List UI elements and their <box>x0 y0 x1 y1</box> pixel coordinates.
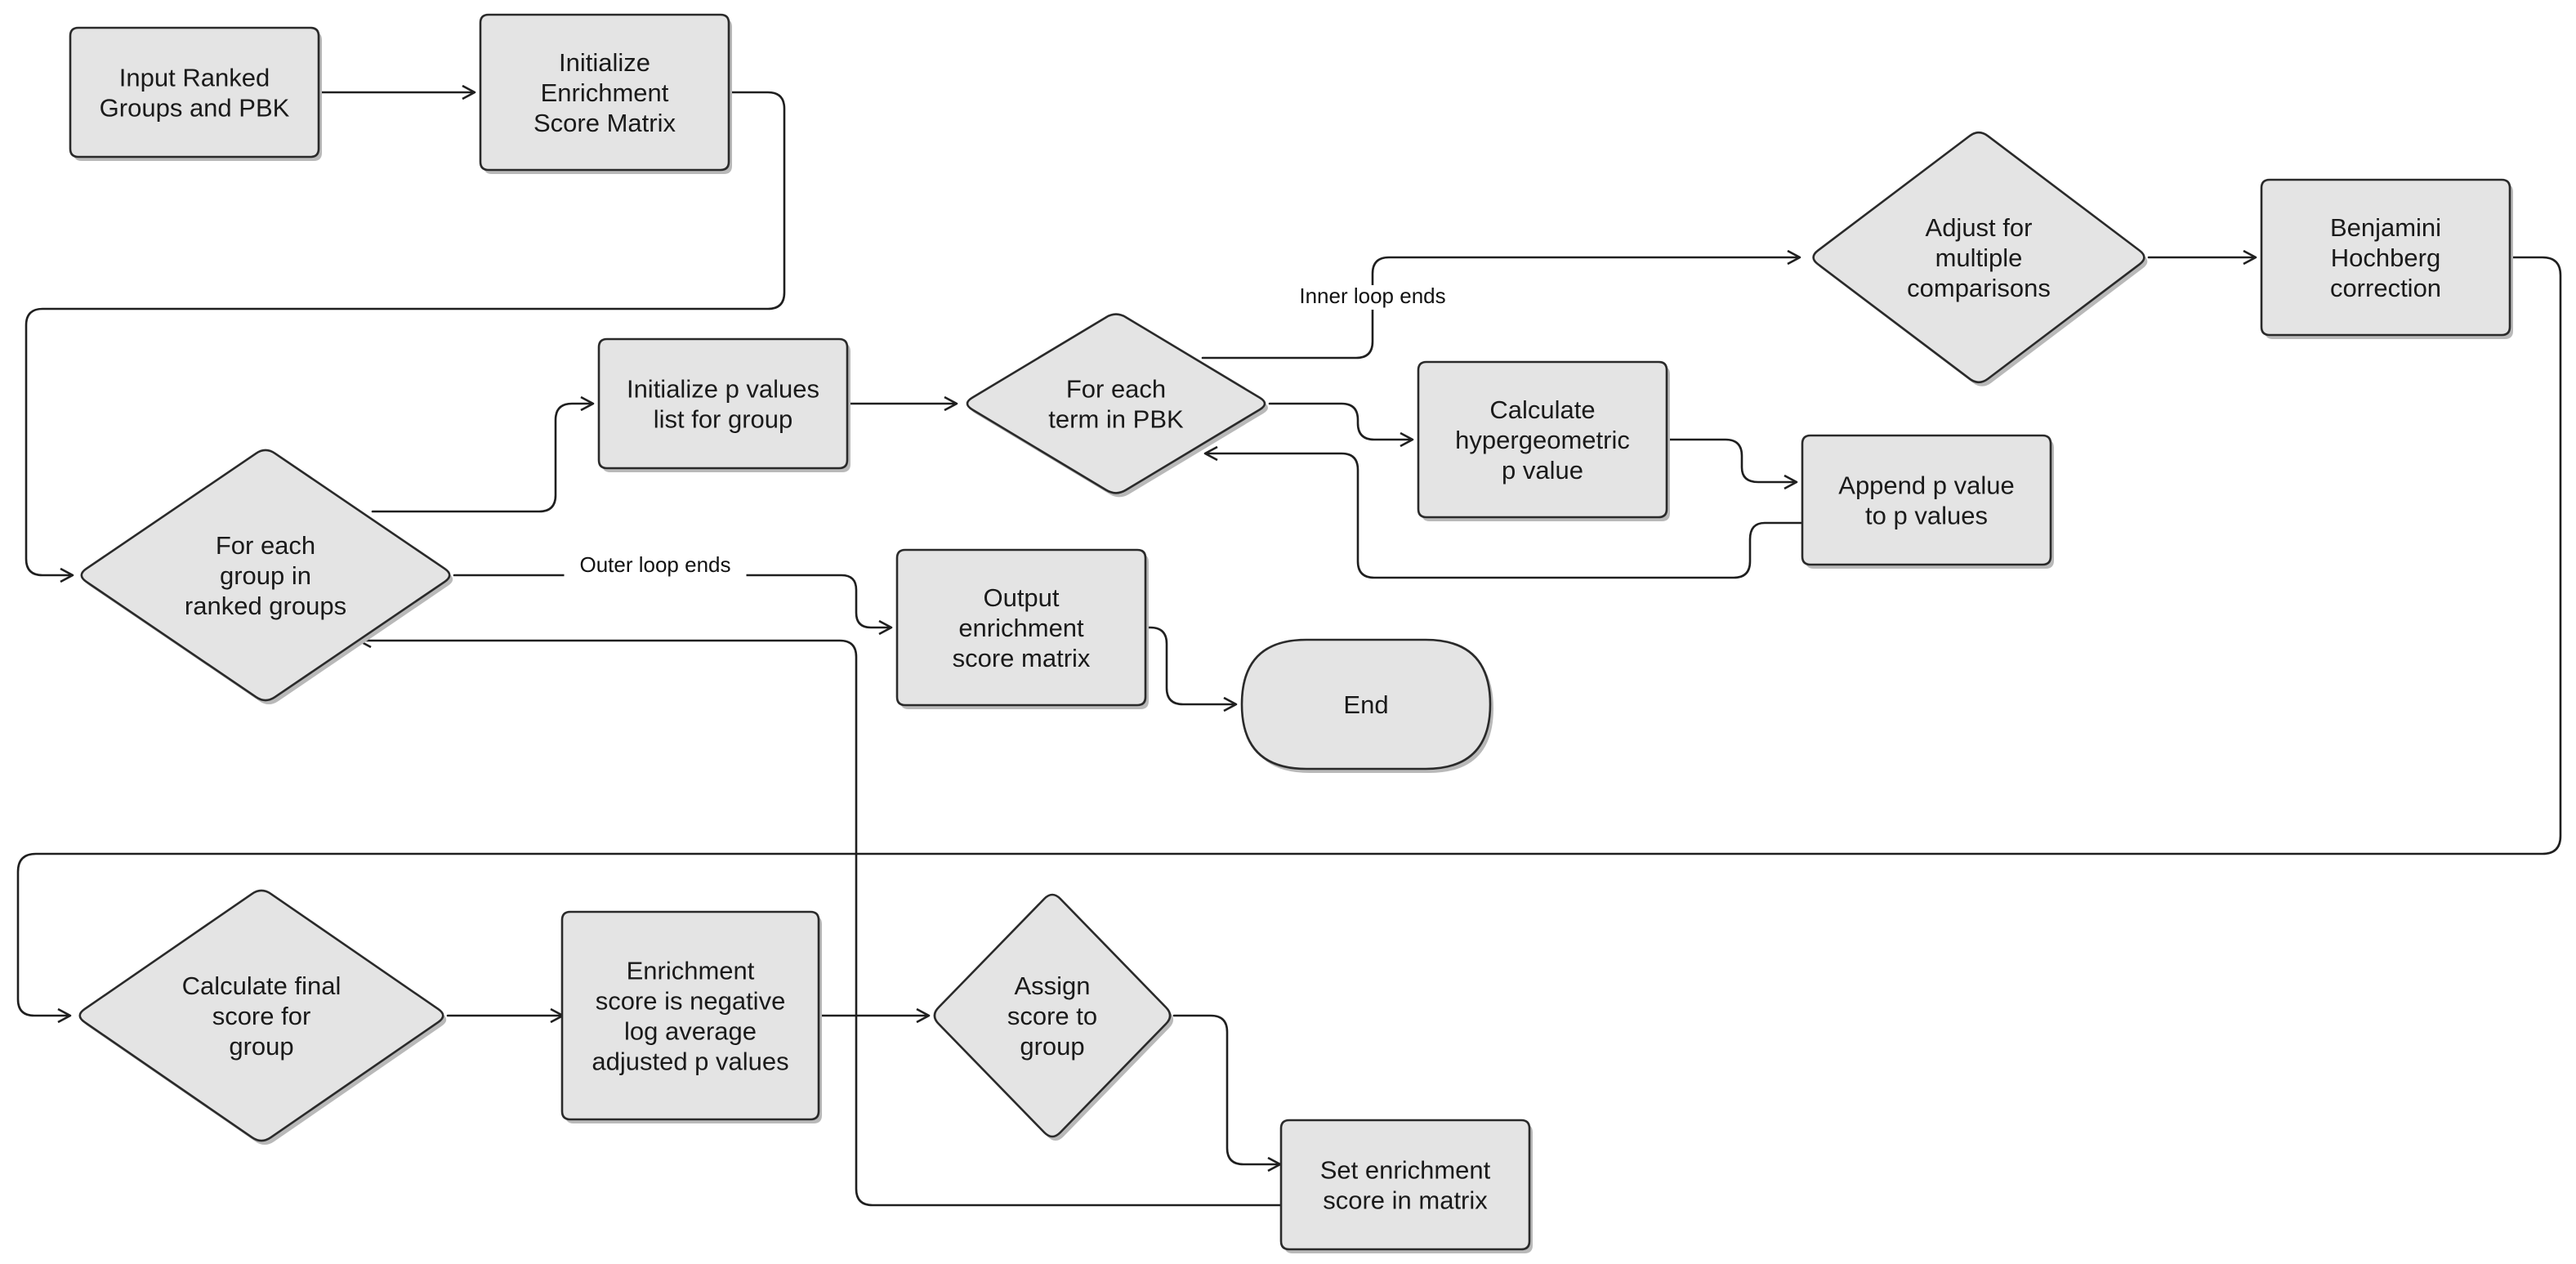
edge-bh-to-final-score <box>16 256 2562 1016</box>
node-rect-shape <box>1801 434 2052 566</box>
node-diamond-shape <box>80 449 451 702</box>
node-pill-shape <box>1240 638 1492 770</box>
edge-set-score-to-for-group <box>359 641 1283 1207</box>
edge-label: Outer loop ends <box>564 552 747 578</box>
node-label-line: Adjust for <box>1926 213 2033 242</box>
node-rect-shape <box>597 337 849 470</box>
edge-calc-hyper-to-append <box>1665 438 1796 482</box>
node-label-line: Enrichment <box>627 957 755 985</box>
node-label-line: term in PBK <box>1048 405 1184 434</box>
node-diamond-shape <box>933 893 1172 1138</box>
node-label-line: enrichment <box>958 614 1084 642</box>
node-label-line: ranked groups <box>185 592 346 620</box>
edge-labels-layer: Outer loop ends Inner loop ends <box>564 284 1464 578</box>
node-label-line: multiple <box>1935 243 2023 272</box>
node-rect-shape <box>1279 1119 1531 1251</box>
node-label-line: Score Matrix <box>534 109 676 137</box>
node-label-line: Assign <box>1014 971 1090 1000</box>
edge-label: Inner loop ends <box>1281 284 1464 310</box>
node-label-line: score in matrix <box>1323 1186 1488 1215</box>
node-rect-shape <box>560 910 820 1121</box>
node-label-line: Benjamini <box>2330 213 2441 242</box>
node-label-line: group <box>229 1032 293 1061</box>
node-label-line: group <box>1020 1032 1084 1061</box>
node-diamond-shape <box>1812 131 2145 384</box>
node-rect-shape <box>2260 178 2511 337</box>
node-label-line: Hochberg <box>2331 243 2440 272</box>
node-label-line: adjusted p values <box>592 1047 788 1076</box>
edge-output-to-end <box>1144 626 1235 704</box>
edge-label-background <box>564 554 747 578</box>
node-rect-shape <box>479 13 730 172</box>
node-label-line: Enrichment <box>541 78 669 107</box>
node-label-line: score to <box>1007 1002 1097 1030</box>
node-label-line: log average <box>624 1017 757 1046</box>
node-label-line: to p values <box>1865 502 1988 530</box>
node-end: End <box>1240 638 1493 773</box>
node-rect-shape <box>69 26 320 159</box>
node-label-line: Input Ranked <box>119 64 270 92</box>
edges-layer <box>16 91 2562 1207</box>
edge-assign-to-set-score <box>1172 1014 1279 1164</box>
node-label-line: For each <box>1066 375 1166 404</box>
node-label-line: comparisons <box>1907 274 2051 302</box>
node-rect-shape <box>1417 360 1668 519</box>
node-label-line: score for <box>212 1002 311 1030</box>
node-label-line: Append p value <box>1838 471 2014 500</box>
node-label-line: p value <box>1502 456 1583 485</box>
node-label-line: group in <box>220 561 311 590</box>
node-diamond-shape <box>78 889 444 1142</box>
node-label-line: Calculate <box>1489 395 1595 424</box>
node-label-line: score is negative <box>596 987 786 1016</box>
edge-for-group-to-output <box>453 574 891 628</box>
edge-for-group-to-init-pvals <box>371 404 592 513</box>
node-label-line: Groups and PBK <box>100 94 290 123</box>
node-label-line: Initialize p values <box>627 375 819 404</box>
node-label-line: correction <box>2330 274 2441 302</box>
node-label-line: Output <box>983 583 1059 612</box>
edge-append-to-for-term <box>1206 453 1804 579</box>
node-label-line: Calculate final <box>182 971 342 1000</box>
edge-label-text: Outer loop ends <box>579 552 730 577</box>
node-label-line: hypergeometric <box>1455 426 1630 454</box>
edge-label-background <box>1281 285 1464 310</box>
node-label-line: list for group <box>654 405 793 434</box>
node-rect-shape <box>895 548 1147 707</box>
edge-init-matrix-to-for-group <box>25 91 786 575</box>
node-diamond-shape <box>966 313 1266 494</box>
node-label-line: score matrix <box>953 644 1091 672</box>
node-label-line: Set enrichment <box>1320 1156 1491 1185</box>
edge-label-text: Inner loop ends <box>1299 284 1445 308</box>
edge-for-term-to-calc-hyper <box>1268 402 1412 440</box>
node-label-line: Initialize <box>559 48 650 77</box>
node-label-line: End <box>1343 690 1388 719</box>
node-label-line: For each <box>216 531 315 560</box>
